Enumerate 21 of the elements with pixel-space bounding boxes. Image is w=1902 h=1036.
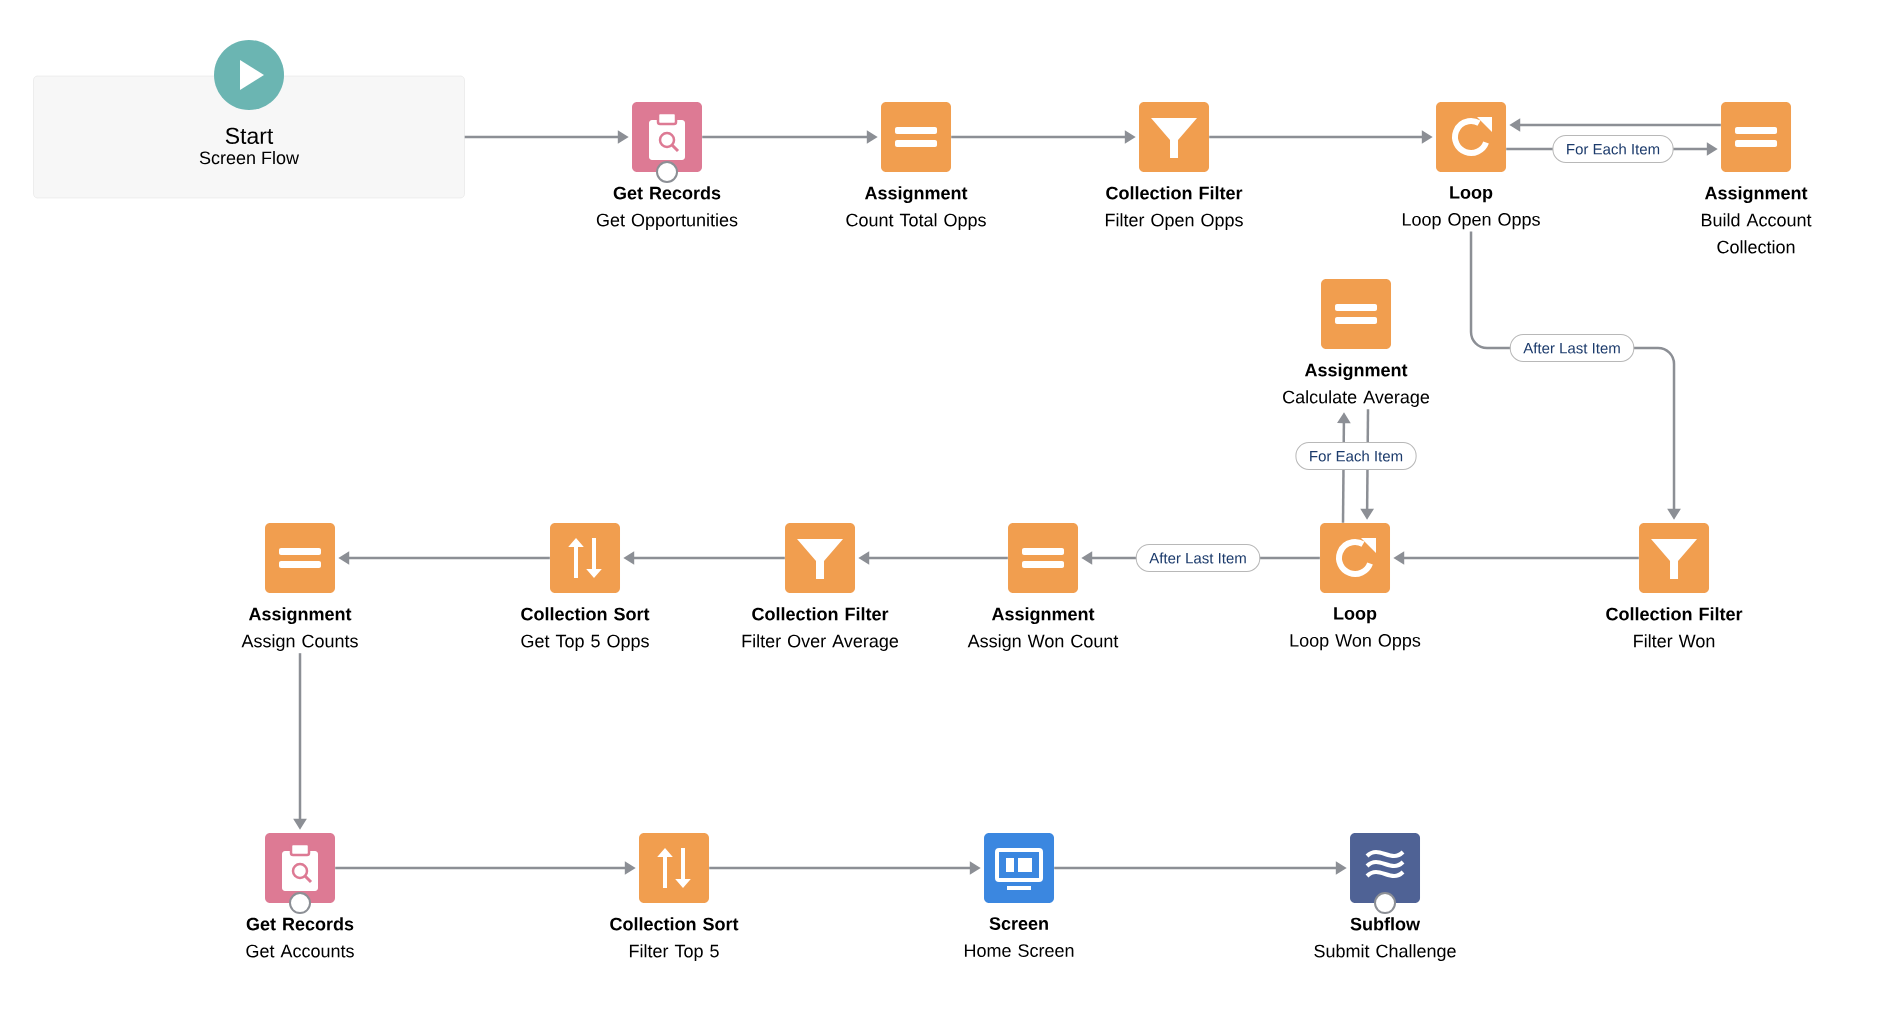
- element-label: Collection Filter Filter Won: [1606, 607, 1743, 648]
- element-label: Collection Filter Filter Open Opps: [1105, 186, 1243, 230]
- element-label: Assignment Calculate Average: [1283, 363, 1430, 407]
- edge-label: After Last Item: [1135, 544, 1261, 572]
- start-box: Start Screen Flow: [33, 75, 465, 199]
- element-label: Collection Sort Get Top 5 Opps: [521, 607, 650, 651]
- element-label: Assignment Assign Won Count: [967, 607, 1119, 651]
- element-label: Subflow Submit Challenge: [1314, 917, 1456, 961]
- edge-label: For Each Item: [1295, 442, 1417, 470]
- edge-label: For Each Item: [1552, 135, 1674, 163]
- element-label: Assignment Assign Counts: [241, 607, 358, 651]
- element-label: Loop Loop Open Opps: [1402, 186, 1540, 230]
- element-label: Collection Filter Filter Over Average: [742, 607, 899, 651]
- element-label: Get Records Get Accounts: [246, 917, 354, 958]
- element-label: Collection Sort Filter Top 5: [610, 917, 739, 961]
- element-label: Get Records Get Opportunities: [596, 186, 738, 230]
- edge-label: After Last Item: [1509, 334, 1635, 362]
- element-label: Assignment Build Account Collection: [1701, 186, 1812, 254]
- element-label: Loop Loop Won Opps: [1290, 607, 1421, 651]
- element-label: Assignment Count Total Opps: [846, 186, 986, 230]
- element-label: Screen Home Screen: [964, 917, 1074, 957]
